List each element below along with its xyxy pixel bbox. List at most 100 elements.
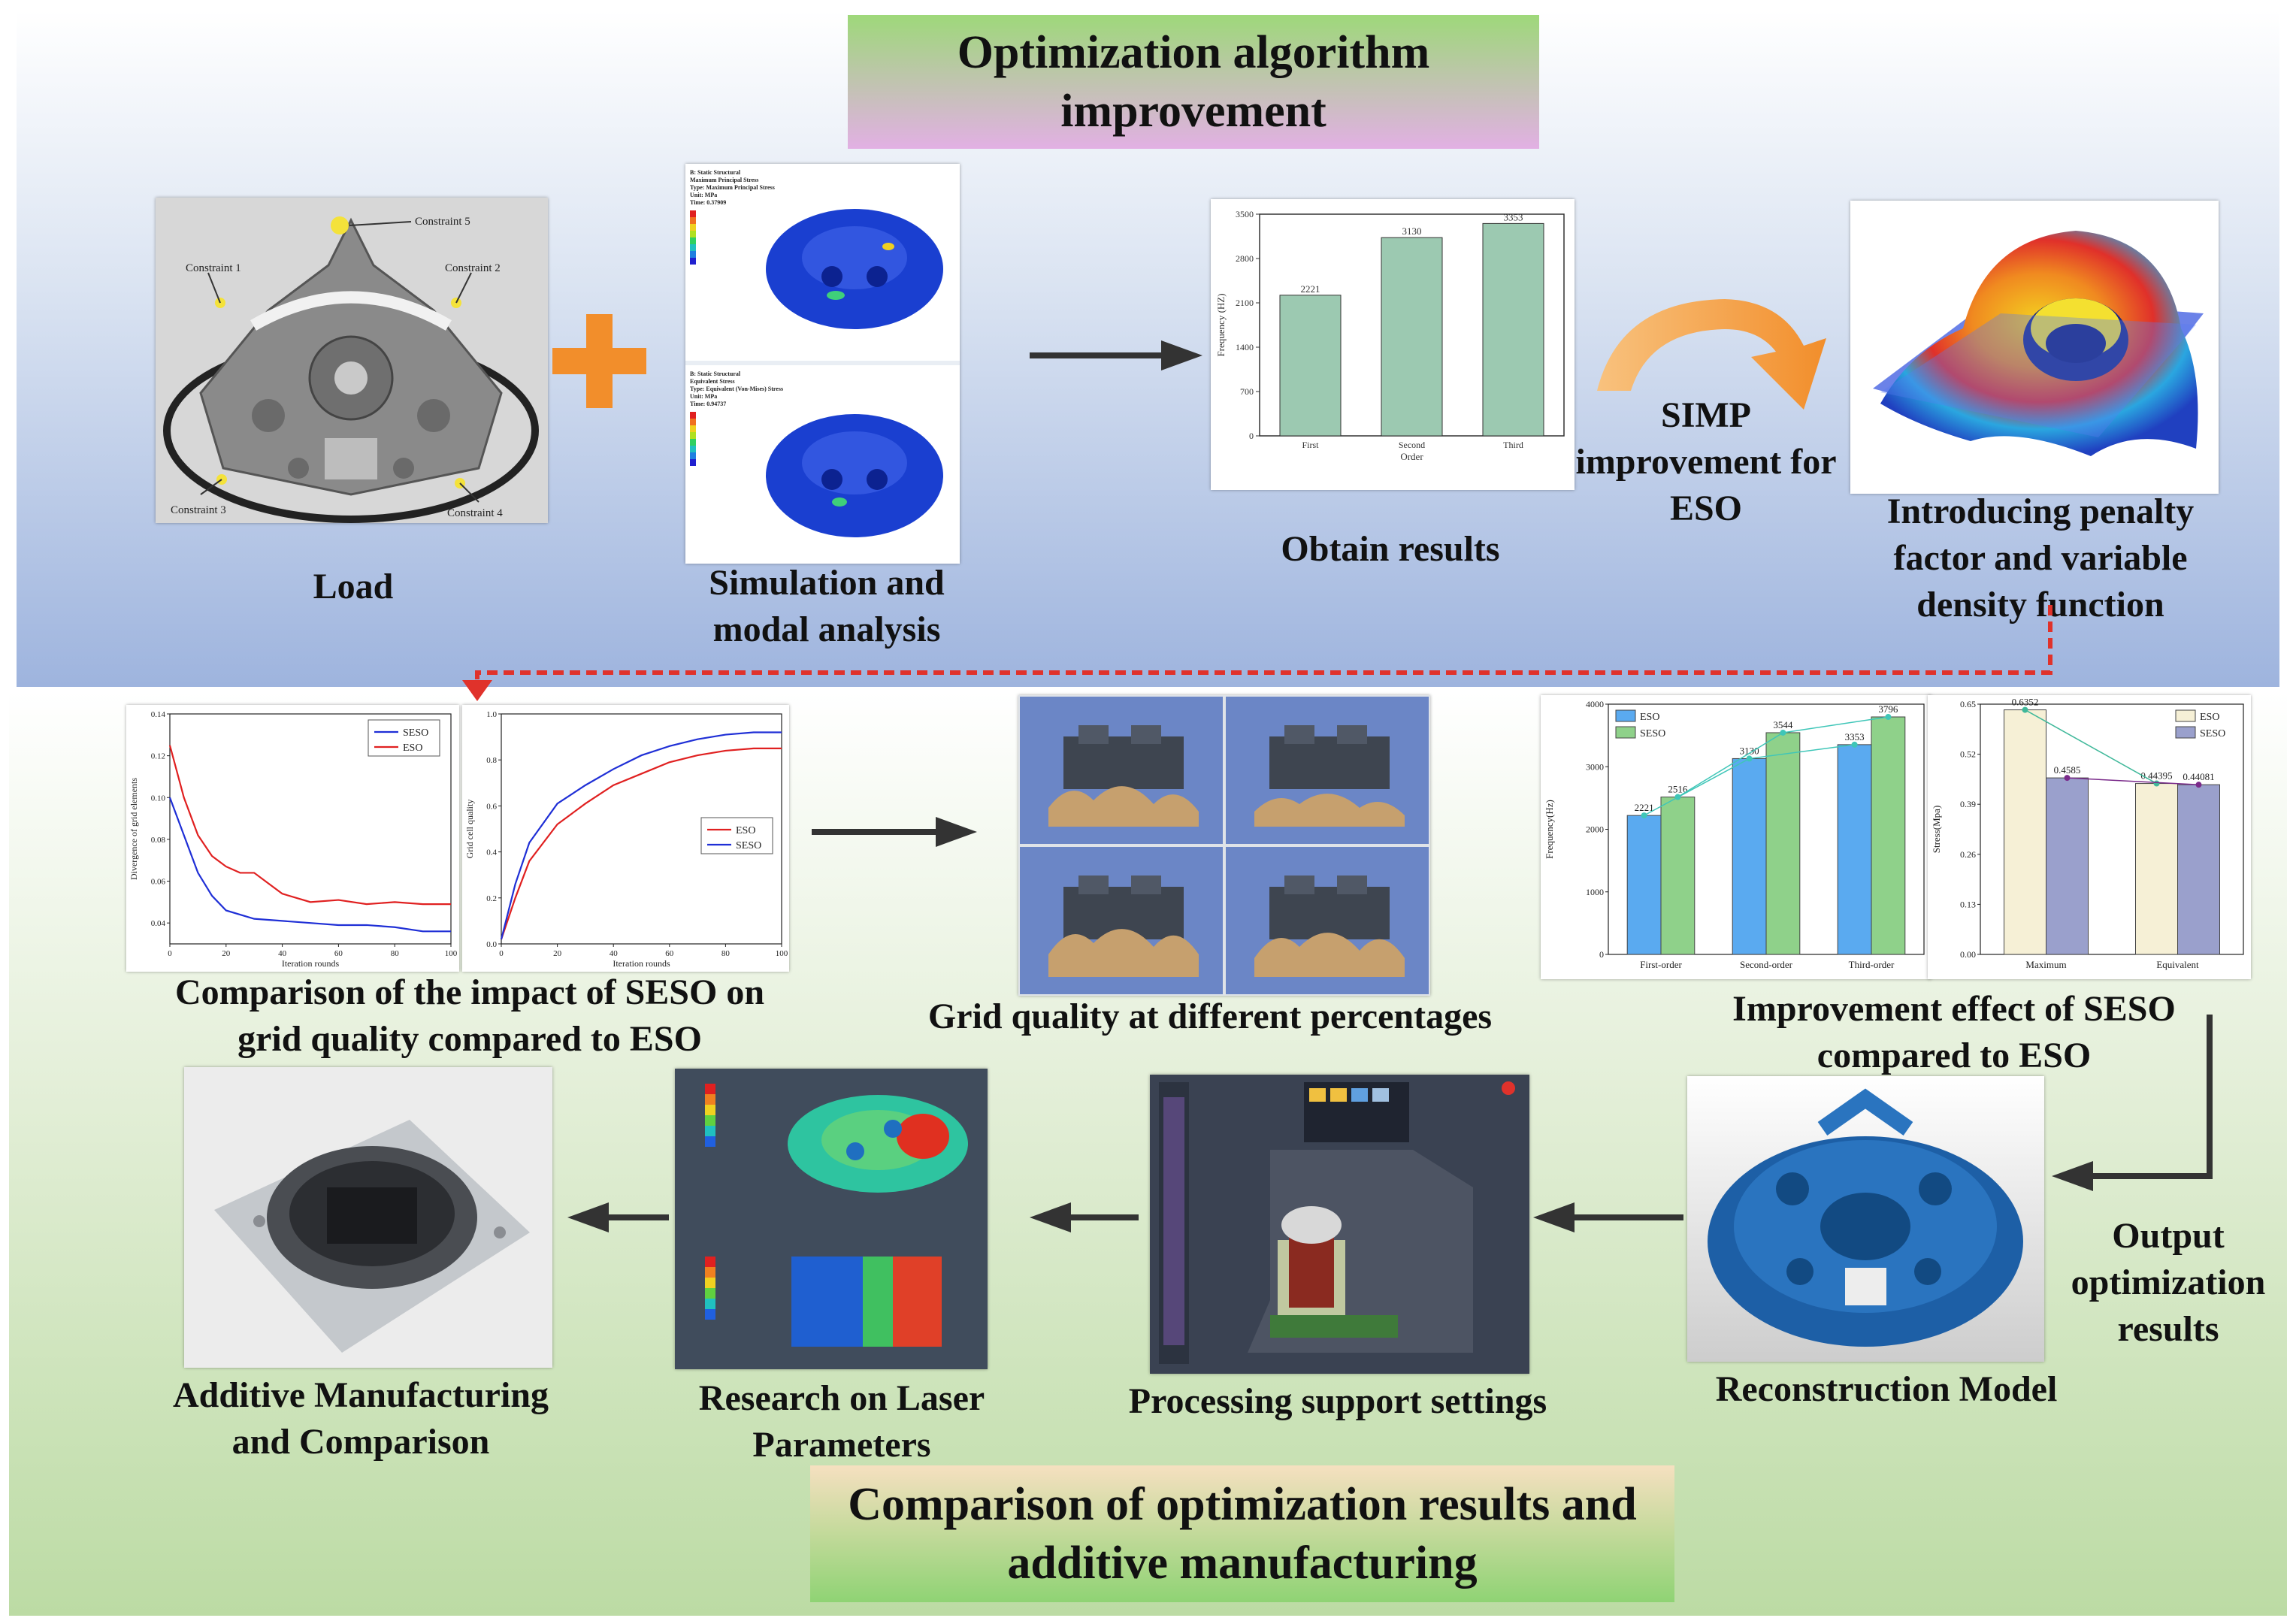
bar-seso	[2046, 777, 2089, 955]
bar-data-label: 0.4585	[2054, 764, 2081, 776]
output-label: Output optimization results	[2071, 1216, 2266, 1349]
legend-label: ESO	[2200, 712, 2219, 723]
y-tick-label: 1.0	[486, 710, 497, 719]
y-tick-label: 3500	[1236, 209, 1254, 219]
sim1-header-3: Unit: MPa	[690, 192, 717, 198]
y-tick-label: 0.8	[486, 756, 497, 765]
bar	[1279, 295, 1342, 437]
compare-grid-label: Comparison of the impact of SESO on grid…	[174, 972, 765, 1059]
bar-data-label: 2221	[1635, 802, 1654, 813]
sim1-header-0: B: Static Structural	[690, 169, 741, 176]
trend-marker	[1746, 755, 1753, 762]
y-tick-label: 0.26	[1960, 849, 1976, 860]
y-tick-label: 0.00	[1960, 949, 1976, 960]
series-line-eso	[500, 747, 782, 940]
simp-label: SIMP improvement for ESO	[1575, 395, 1837, 528]
y-tick-label: 700	[1240, 386, 1254, 397]
y-tick-label: 0.4	[486, 848, 497, 857]
simulation-image: B: Static Structural Maximum Principal S…	[685, 164, 960, 564]
legend-box	[700, 817, 773, 854]
x-tick-label: 80	[391, 949, 400, 958]
legend-label: SESO	[403, 727, 428, 739]
bar-seso	[1660, 797, 1696, 955]
x-tick-label: 60	[665, 949, 674, 958]
trend-marker	[2153, 780, 2160, 787]
laser-label: Research on Laser Parameters	[698, 1378, 985, 1465]
sim1-header-4: Time: 0.37909	[690, 199, 726, 206]
legend-label: SESO	[1640, 728, 1665, 739]
bar-seso	[1871, 716, 1906, 955]
x-tick-label: Third-order	[1849, 959, 1895, 970]
trend-marker	[1641, 812, 1647, 819]
bar-eso	[1626, 815, 1662, 955]
bar-data-label: 3796	[1878, 703, 1898, 715]
bar-eso	[1837, 744, 1872, 955]
series-line-eso	[168, 745, 451, 906]
arrow-to-additive-icon	[567, 1202, 669, 1232]
constraint-3-label: Constraint 3	[171, 504, 226, 516]
plus-icon	[552, 314, 646, 408]
bar-data-label: 3353	[1504, 211, 1523, 222]
improvement-label: Improvement effect of SESO compared to E…	[1732, 989, 2176, 1075]
y-tick-label: 0.65	[1960, 699, 1976, 709]
dashed-connector-icon	[462, 605, 2052, 701]
plot-frame	[1980, 703, 2244, 955]
sim2-header-0: B: Static Structural	[690, 370, 741, 377]
y-tick-label: 0.14	[151, 710, 166, 719]
x-tick-label: 80	[721, 949, 731, 958]
y-axis-label: Stress(Mpa)	[1931, 806, 1942, 854]
legend-label: ESO	[736, 825, 755, 836]
x-tick-label: 40	[278, 949, 287, 958]
legend-swatch	[2175, 726, 2196, 739]
grid-image-4	[1226, 847, 1429, 994]
y-tick-label: 0.39	[1960, 799, 1976, 809]
support-settings-image	[1150, 1075, 1529, 1374]
penalty-surface-image	[1850, 201, 2219, 494]
constraint-1-label: Constraint 1	[186, 262, 241, 274]
trend-marker	[1885, 713, 1892, 720]
x-tick-label: First	[1302, 440, 1319, 450]
bar-data-label: 0.44395	[2140, 770, 2172, 782]
grid-pct-label: Grid quality at different percentages	[927, 996, 1493, 1036]
x-tick-label: Second-order	[1740, 959, 1793, 970]
sim2-header-2: Type: Equivalent (Von-Mises) Stress	[690, 386, 783, 392]
bar-eso	[2004, 709, 2046, 955]
sim1-header-1: Maximum Principal Stress	[690, 177, 758, 183]
y-tick-label: 1400	[1236, 342, 1254, 352]
y-tick-label: 0.12	[151, 752, 165, 761]
legend-label: ESO	[1640, 712, 1659, 723]
x-tick-label: Maximum	[2025, 959, 2066, 970]
bar-data-label: 3544	[1773, 719, 1793, 730]
legend-swatch	[2175, 709, 2196, 722]
y-tick-label: 2000	[1586, 824, 1604, 835]
legend-label: ESO	[403, 742, 422, 754]
legend-swatch	[1615, 726, 1636, 739]
additive-manufacturing-image	[184, 1067, 552, 1368]
x-tick-label: Equivalent	[2156, 959, 2199, 970]
x-tick-label: First-order	[1640, 959, 1682, 970]
y-tick-label: 1000	[1586, 887, 1604, 897]
y-axis-label: Frequency(Hz)	[1544, 800, 1555, 859]
trend-marker	[1674, 794, 1681, 800]
legend-label: SESO	[2200, 728, 2225, 739]
bar-seso	[1765, 732, 1801, 955]
legend-box	[368, 719, 440, 757]
x-tick-label: 60	[334, 949, 343, 958]
x-tick-label: 20	[222, 949, 231, 958]
x-axis-label: Order	[1400, 451, 1423, 462]
x-tick-label: 20	[553, 949, 562, 958]
bar-data-label: 2516	[1668, 784, 1688, 795]
constraint-2-label: Constraint 2	[445, 262, 501, 274]
y-tick-label: 2800	[1236, 253, 1254, 264]
y-axis-label: Grid cell quality	[464, 800, 475, 859]
output-arrow-icon	[2052, 1015, 2213, 1191]
additive-label: Additive Manufacturing and Comparison	[172, 1375, 549, 1462]
simulation-label: Simulation and modal analysis	[709, 563, 945, 649]
constraint-5-label: Constraint 5	[415, 216, 470, 228]
trend-marker	[2022, 706, 2028, 713]
reconstruction-model-image	[1687, 1076, 2044, 1362]
